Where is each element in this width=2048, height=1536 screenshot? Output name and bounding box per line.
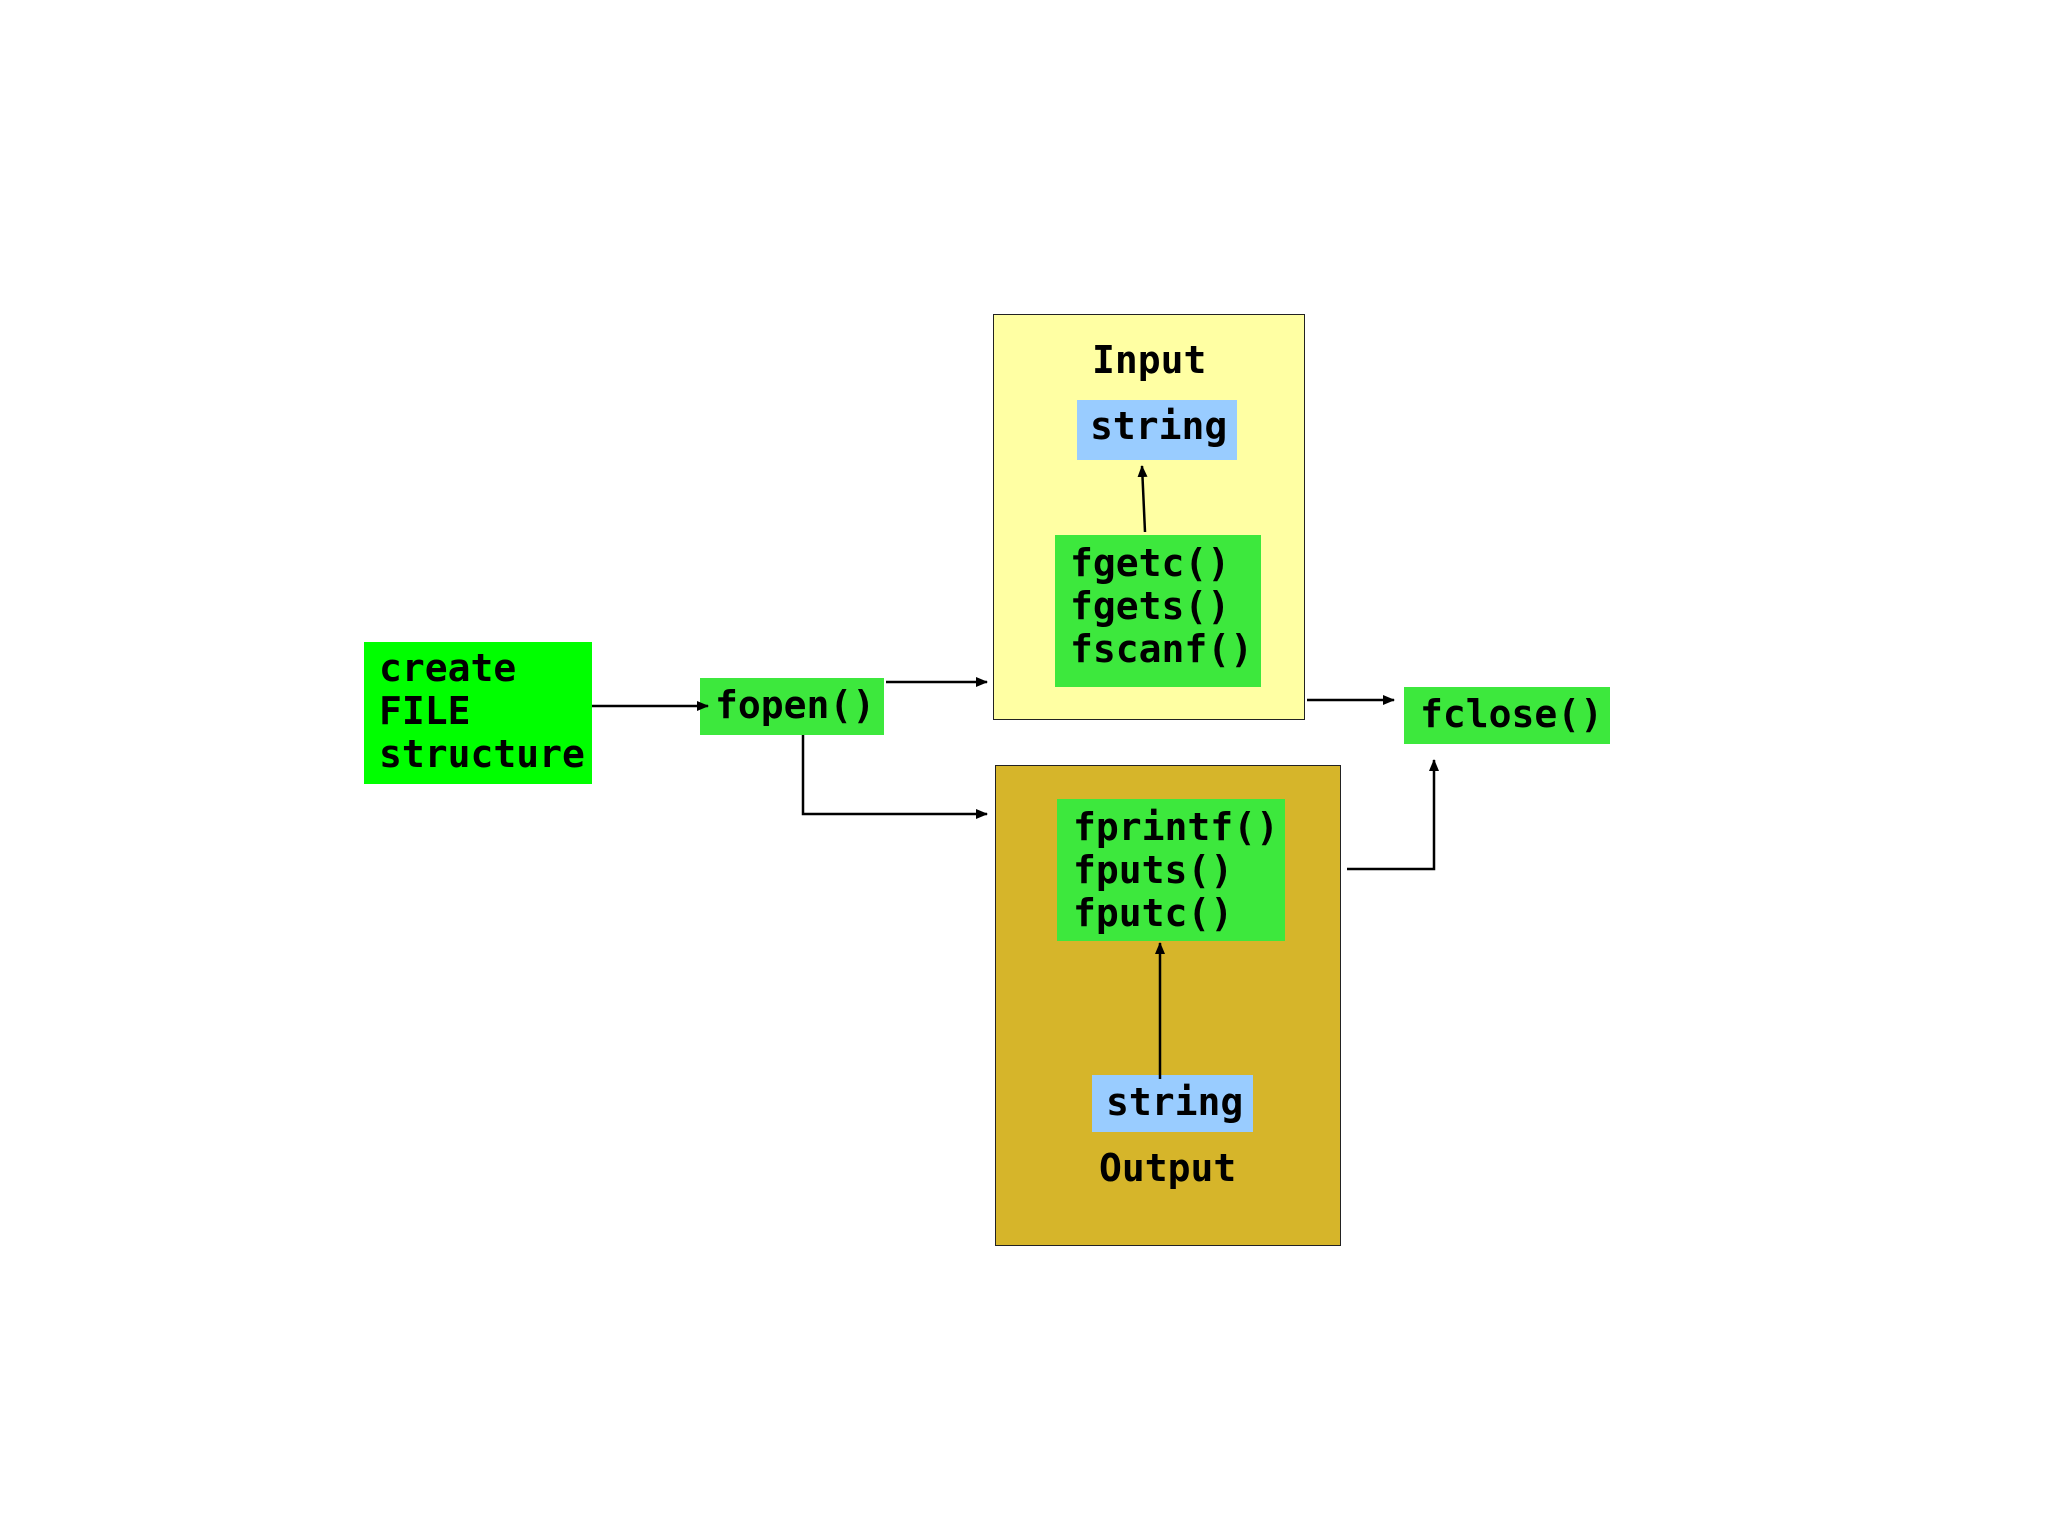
arrow-fopen-to-output — [801, 735, 988, 819]
output-functions-node: fprintf() fputs() fputc() — [1057, 799, 1285, 941]
create-file-structure-node: create FILE structure — [364, 642, 592, 784]
fopen-node: fopen() — [700, 678, 884, 735]
output-string-node: string — [1092, 1075, 1253, 1132]
output-panel-title: Output — [1099, 1146, 1237, 1190]
arrow-output-to-fclose — [1347, 759, 1439, 871]
input-panel-title: Input — [1092, 338, 1207, 382]
input-string-node: string — [1077, 400, 1237, 460]
fclose-node: fclose() — [1404, 687, 1610, 744]
input-functions-node: fgetc() fgets() fscanf() — [1055, 535, 1261, 687]
arrow-input-funcs-to-string — [1137, 465, 1148, 533]
